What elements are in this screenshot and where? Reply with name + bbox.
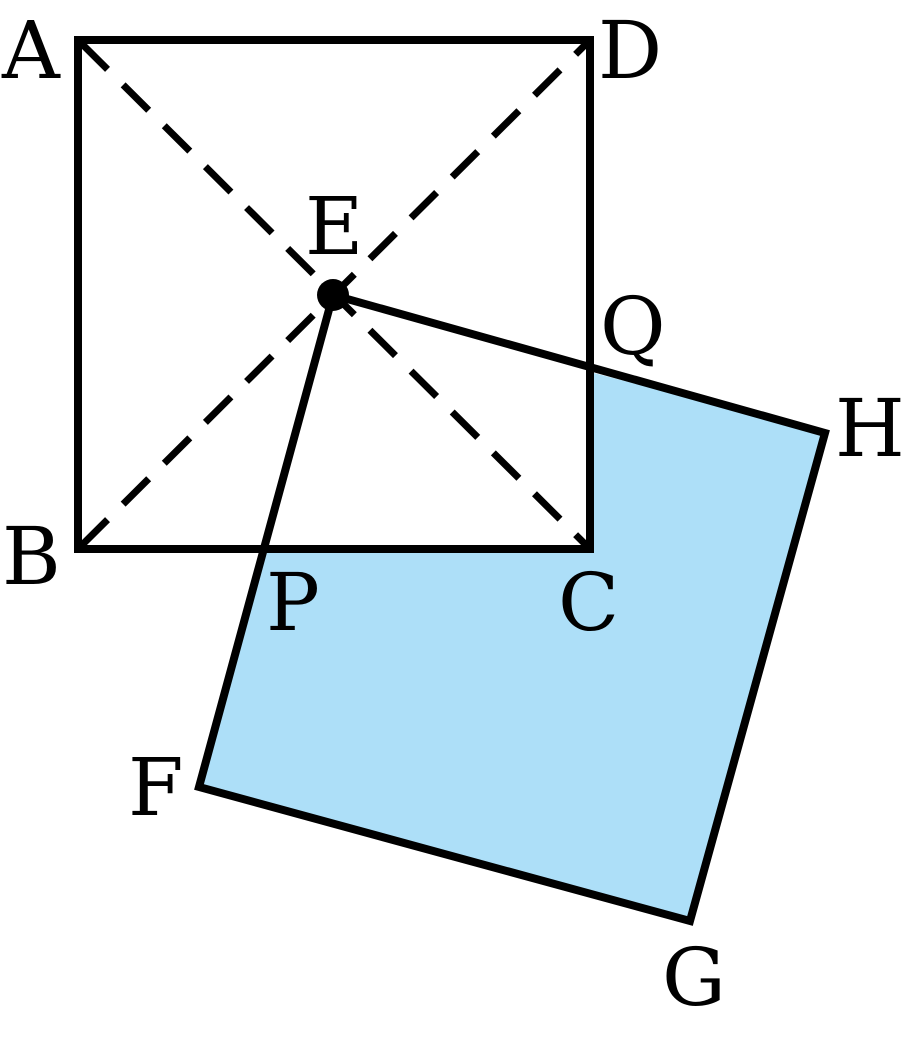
label-b: B — [2, 510, 61, 603]
square-abcd — [74, 36, 594, 553]
label-q: Q — [600, 280, 666, 373]
label-h: H — [835, 382, 905, 475]
label-d: D — [598, 4, 662, 97]
point-e — [317, 279, 349, 311]
square-efgh — [194, 290, 830, 926]
label-f: F — [128, 741, 184, 834]
shaded-region — [199, 372, 825, 921]
label-p: P — [266, 556, 320, 649]
label-g: G — [662, 931, 726, 1024]
label-a: A — [1, 4, 61, 97]
label-c: C — [558, 556, 619, 649]
label-e: E — [305, 180, 363, 273]
